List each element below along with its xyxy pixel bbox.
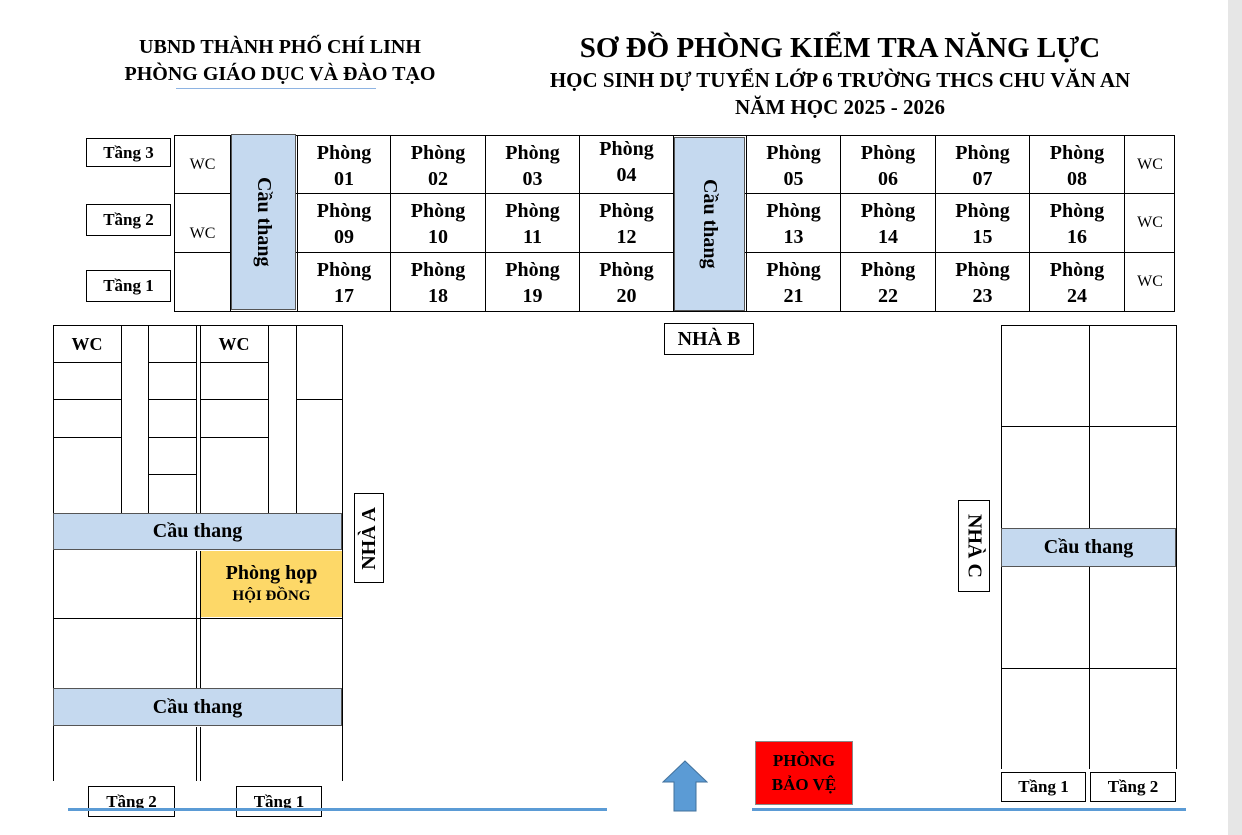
stairs-b-right: Cầu thang: [674, 137, 745, 311]
room-19: Phòng 19: [505, 259, 560, 307]
room-01: Phòng 01: [316, 142, 372, 190]
room-05: Phòng 05: [766, 142, 821, 190]
room-06: Phòng 06: [860, 142, 916, 190]
header-left-line2: PHÒNG GIÁO DỤC VÀ ĐÀO TẠO: [124, 62, 436, 85]
floor-label-a-1: Tầng 1: [236, 786, 322, 817]
room-10: Phòng 10: [410, 200, 466, 248]
wc-a-left: WC: [71, 333, 103, 354]
room-13: Phòng 13: [766, 200, 821, 248]
room-21: Phòng 21: [766, 259, 821, 307]
building-a: [53, 325, 343, 781]
page-margin: [1228, 0, 1242, 835]
meeting-room: Phòng họp HỘI ĐỒNG: [201, 551, 342, 617]
room-23: Phòng 23: [955, 259, 1010, 307]
floor-label-b-2: Tầng 2: [86, 204, 171, 236]
building-a-label: NHÀ A: [354, 493, 384, 583]
wc-b-right-floor1: WC: [1137, 273, 1163, 290]
floor-label-a-2: Tầng 2: [88, 786, 175, 817]
floor-label-b-3: Tầng 3: [86, 138, 171, 167]
room-02: Phòng 02: [410, 142, 466, 190]
room-07: Phòng 07: [955, 142, 1010, 190]
page-subtitle: HỌC SINH DỰ TUYỂN LỚP 6 TRƯỜNG THCS CHU …: [549, 67, 1131, 92]
meeting-room-line1: Phòng họp: [225, 562, 318, 584]
room-09: Phòng 09: [316, 200, 372, 248]
room-11: Phòng 11: [505, 200, 560, 248]
floor-label-c-1: Tầng 1: [1001, 772, 1086, 802]
header-underline: [176, 88, 376, 89]
road-line-left: [68, 808, 607, 811]
up-arrow-icon: [662, 760, 708, 812]
building-c-label-text: NHÀ C: [963, 514, 986, 578]
header-left-line1: UBND THÀNH PHỐ CHÍ LINH: [139, 35, 421, 58]
guard-room: PHÒNG BẢO VỆ: [755, 741, 853, 805]
stairs-c: Cầu thang: [1001, 528, 1176, 567]
room-14: Phòng 14: [860, 200, 916, 248]
room-15: Phòng 15: [955, 200, 1010, 248]
guard-room-line1: PHÒNG: [772, 751, 836, 770]
wc-b-right-floor2: WC: [1137, 214, 1163, 231]
building-b-grid: [174, 135, 1175, 312]
room-04: Phòng 04: [599, 138, 654, 186]
wc-b-floor2: WC: [189, 225, 216, 242]
page-title: SƠ ĐỒ PHÒNG KIỂM TRA NĂNG LỰC: [579, 31, 1101, 64]
room-16: Phòng 16: [1049, 200, 1105, 248]
building-a-label-text: NHÀ A: [357, 506, 380, 570]
road-line-right: [752, 808, 1186, 811]
stairs-a-upper: Cầu thang: [53, 513, 342, 550]
guard-room-line2: BẢO VỆ: [771, 775, 837, 794]
room-17: Phòng 17: [316, 259, 372, 307]
room-12: Phòng 12: [599, 200, 654, 248]
wc-a-right: WC: [218, 333, 250, 354]
room-08: Phòng 08: [1049, 142, 1105, 190]
wc-b-right-floor3: WC: [1137, 155, 1163, 173]
room-22: Phòng 22: [860, 259, 916, 307]
room-24: Phòng 24: [1049, 259, 1105, 307]
wc-b-floor3: WC: [189, 155, 216, 173]
stairs-b-left: Cầu thang: [231, 134, 296, 310]
floor-label-b-1: Tầng 1: [86, 270, 171, 302]
room-18: Phòng 18: [410, 259, 466, 307]
meeting-room-line2: HỘI ĐỒNG: [232, 588, 311, 604]
school-year: NĂM HỌC 2025 - 2026: [735, 94, 945, 119]
room-20: Phòng 20: [599, 259, 654, 307]
room-03: Phòng 03: [505, 142, 560, 190]
building-c-label: NHÀ C: [958, 500, 990, 592]
building-b-label: NHÀ B: [664, 323, 754, 355]
floor-label-c-2: Tầng 2: [1090, 772, 1176, 802]
stairs-a-lower: Cầu thang: [53, 688, 342, 726]
